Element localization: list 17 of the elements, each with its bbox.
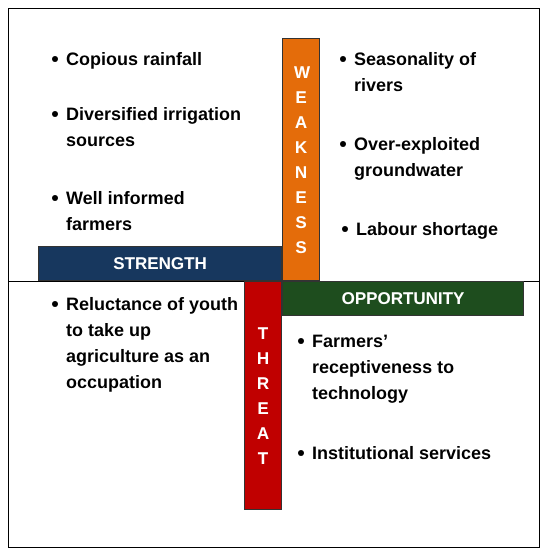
bullet-point: Seasonality of rivers	[338, 46, 518, 98]
strength-band	[38, 246, 282, 281]
bullet-point: Well informed farmers	[50, 185, 250, 237]
threat-band	[244, 281, 282, 510]
weakness-band	[282, 38, 320, 281]
opportunity-band	[282, 281, 524, 316]
bullet-point: Labour shortage	[340, 216, 530, 242]
band-label: OPPORTUNITY	[342, 288, 464, 308]
bullet-point: Diversified irrigation sources	[50, 101, 265, 153]
bullet-point: Copious rainfall	[50, 46, 270, 72]
bullet-point: Farmers’ receptiveness to technology	[296, 328, 486, 406]
band-label: STRENGTH	[113, 254, 207, 274]
bullet-point: Institutional services	[296, 440, 526, 466]
band-label: WEAKNESS	[294, 62, 308, 258]
bullet-point: Over-exploited groundwater	[338, 131, 528, 183]
band-label: THREAT	[256, 322, 270, 470]
bullet-point: Reluctance of youth to take up agriculture as an occupation	[50, 291, 245, 395]
